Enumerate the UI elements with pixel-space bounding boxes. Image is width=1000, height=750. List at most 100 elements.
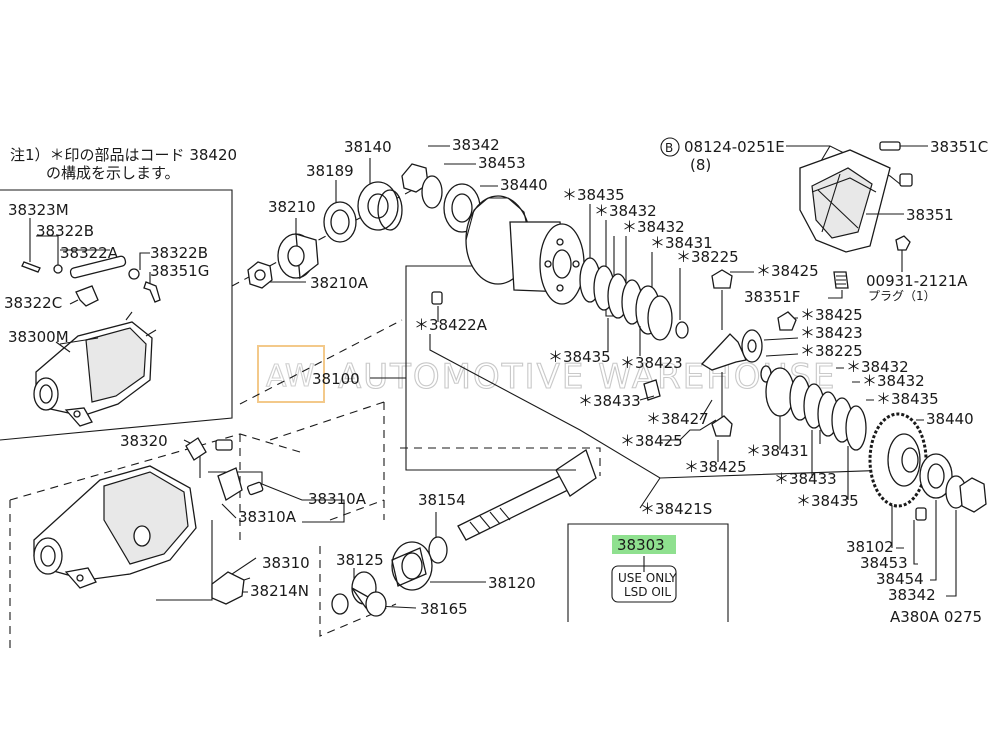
part-38422A-pin xyxy=(431,291,443,305)
part-38453-washer-top xyxy=(421,175,443,209)
part-38323M xyxy=(21,261,41,273)
label-38342-r: 38342 xyxy=(888,586,936,604)
label-38425-a: ＊38425 xyxy=(756,262,819,280)
label-38423-b: ＊38423 xyxy=(800,324,863,342)
label-38303: 38303 xyxy=(617,536,665,554)
part-38225-ring-a xyxy=(675,321,689,339)
watermark-text: AUTOMOTIVE WAREHOUSE xyxy=(338,357,837,397)
watermark-badge: AW xyxy=(266,359,315,394)
label-38140: 38140 xyxy=(344,138,392,156)
label-38425-c: ＊38425 xyxy=(620,432,683,450)
label-38453-r: 38453 xyxy=(860,554,908,572)
label-38423-a: ＊38423 xyxy=(620,354,683,372)
label-38310A-b: 38310A xyxy=(238,508,297,526)
label-38120: 38120 xyxy=(488,574,536,592)
label-38425-d: ＊38425 xyxy=(684,458,747,476)
left-assembly-box xyxy=(0,189,233,441)
label-38440-top: 38440 xyxy=(500,176,548,194)
label-38214N: 38214N xyxy=(250,582,309,600)
watermark: AW AUTOMOTIVE WAREHOUSE xyxy=(257,345,837,403)
label-38432-c: ＊38432 xyxy=(846,358,909,376)
note-line-1: 注1）＊印の部品はコード 38420 xyxy=(10,146,237,164)
label-38454: 38454 xyxy=(876,570,924,588)
part-38310A-bolt-a xyxy=(215,439,233,451)
label-38351F: 38351F xyxy=(744,288,800,306)
part-38342-nut-r xyxy=(959,477,987,513)
label-38453-top: 38453 xyxy=(478,154,526,172)
label-38351C: 38351C xyxy=(930,138,988,156)
label-38210A: 38210A xyxy=(310,274,369,292)
part-38423-side-gear-b xyxy=(741,329,763,363)
label-38300M: 38300M xyxy=(8,328,69,346)
part-38125-washer xyxy=(331,593,349,615)
label-38322C: 38322C xyxy=(4,294,62,312)
label-38432-d: ＊38432 xyxy=(862,372,925,390)
label-38320: 38320 xyxy=(120,432,168,450)
label-38310A-a: 38310A xyxy=(308,490,367,508)
part-38165-spacer xyxy=(351,571,387,617)
oil-label-line-2: LSD OIL xyxy=(624,585,671,599)
part-38421S-diff-case xyxy=(465,195,585,305)
note-line-2: の構成を示します。 xyxy=(46,164,180,182)
part-38322C xyxy=(75,285,99,307)
label-38432-b: ＊38432 xyxy=(622,218,685,236)
label-38210: 38210 xyxy=(268,198,316,216)
oil-label-line-1: USE ONLY xyxy=(618,571,677,585)
highlight-38303 xyxy=(612,535,676,554)
part-38320-diff-case xyxy=(33,465,197,589)
label-38323M: 38323M xyxy=(8,201,69,219)
part-38425-pinion-bottom xyxy=(711,415,733,437)
label-38435-d: ＊38435 xyxy=(796,492,859,510)
bolt-callout-part: 08124-0251E xyxy=(684,138,785,156)
bolt-callout-letter: B xyxy=(665,141,673,155)
plug-callout-part: 00931-2121A xyxy=(866,272,968,290)
part-38425-pinion-top xyxy=(711,269,733,289)
label-38342-top: 38342 xyxy=(452,136,500,154)
part-38351G xyxy=(143,281,161,303)
part-38322A-tube xyxy=(69,255,127,279)
part-38432-plates-lower xyxy=(789,375,867,451)
label-38154: 38154 xyxy=(418,491,466,509)
label-38225-b: ＊38225 xyxy=(800,342,863,360)
label-38165: 38165 xyxy=(420,600,468,618)
part-38425-pinion-right xyxy=(777,311,797,331)
part-38120-bearing xyxy=(391,541,433,591)
part-38310A-bracket-a xyxy=(185,437,207,461)
part-38310A-bracket-b xyxy=(217,467,243,501)
label-38433-a: ＊38433 xyxy=(578,392,641,410)
part-38431-pressure-ring-a xyxy=(647,295,673,341)
oil-sticker xyxy=(611,565,677,603)
case-dashed-box xyxy=(9,433,301,648)
label-38432-a: ＊38432 xyxy=(594,202,657,220)
part-38322B-clip-a xyxy=(53,264,63,274)
bolt-callout-circle xyxy=(660,137,680,157)
part-38300M-housing xyxy=(33,311,157,427)
plug-callout-note: プラグ（1） xyxy=(868,289,936,303)
part-38214N-mount xyxy=(211,571,245,605)
bolt-callout-qty: (8) xyxy=(690,156,711,174)
label-38422A: ＊38422A xyxy=(414,316,488,334)
part-38351C-stud xyxy=(879,141,901,151)
label-38433-b: ＊38433 xyxy=(774,470,837,488)
label-38431-b: ＊38431 xyxy=(746,442,809,460)
part-38310A-bolt-b xyxy=(246,481,264,496)
part-38154-washer xyxy=(428,536,448,564)
watermark-badge-box xyxy=(257,345,325,403)
label-38427: ＊38427 xyxy=(646,410,709,428)
oil-label-box xyxy=(567,523,729,622)
part-38351-rear-cover xyxy=(799,149,891,253)
label-38421S: ＊38421S xyxy=(640,500,712,518)
part-00931-plug xyxy=(895,235,911,251)
label-38125: 38125 xyxy=(336,551,384,569)
part-38210-flange xyxy=(277,233,319,280)
part-38189-seal xyxy=(323,201,357,243)
label-38322B-b: 38322B xyxy=(150,244,208,262)
part-38100-drive-pinion xyxy=(457,448,597,541)
label-38322B-a: 38322B xyxy=(36,222,94,240)
label-38435-b: ＊38435 xyxy=(548,348,611,366)
label-38351: 38351 xyxy=(906,206,954,224)
label-38322A: 38322A xyxy=(60,244,119,262)
label-38225-a: ＊38225 xyxy=(676,248,739,266)
